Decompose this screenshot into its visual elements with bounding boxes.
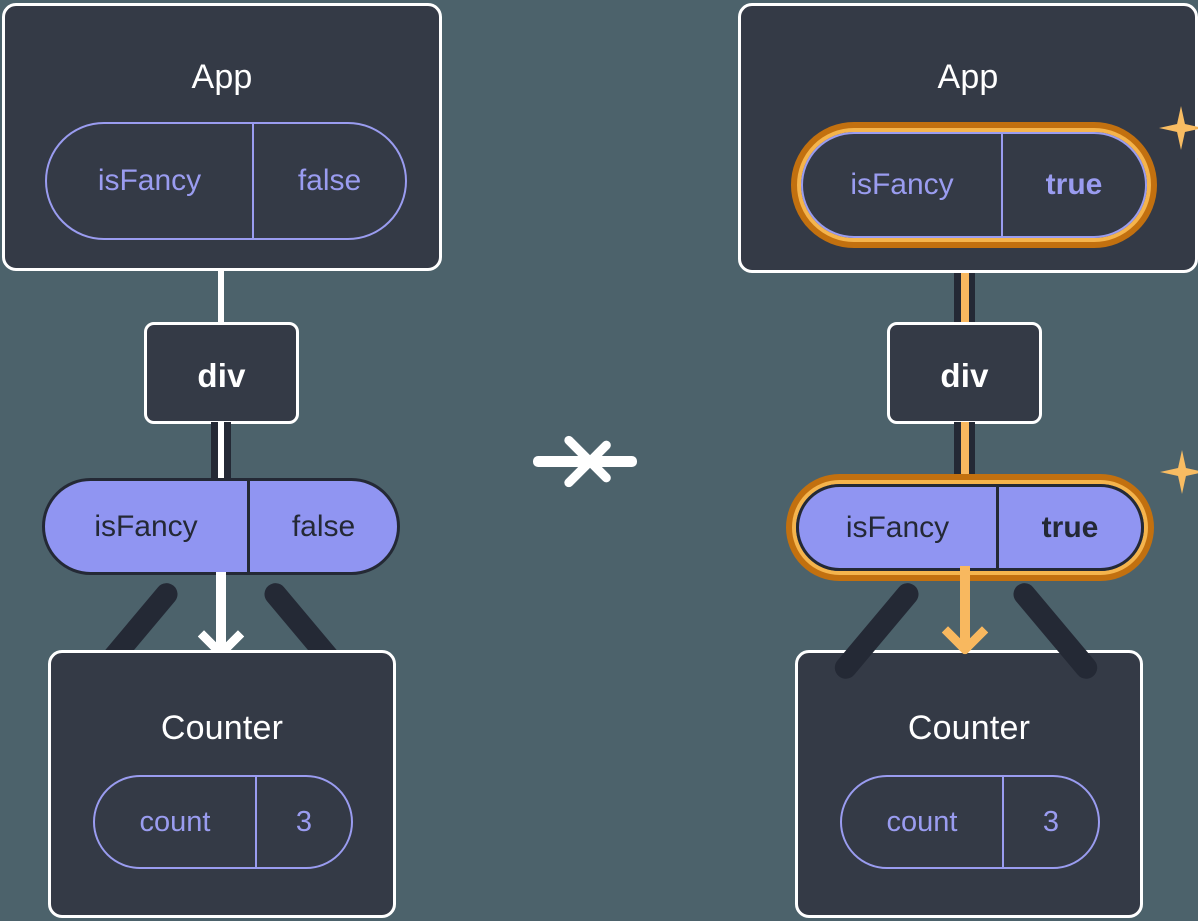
state-pill-count-value: 3: [1042, 805, 1060, 838]
props-pill-key: isFancy: [799, 487, 999, 568]
component-title-app: App: [191, 58, 253, 96]
props-pill-isfancy[interactable]: isFancy false: [42, 478, 400, 575]
connector-app-to-div: [218, 266, 224, 324]
arrow-head: [941, 609, 989, 656]
data-flow-arrow-to-counter: [934, 566, 996, 666]
state-pill-count[interactable]: count 3: [840, 775, 1100, 869]
state-pill-isfancy[interactable]: isFancy true: [801, 132, 1147, 238]
props-pill-isfancy[interactable]: isFancy true: [796, 484, 1144, 571]
data-flow-arrow-to-counter: [190, 572, 252, 670]
connector-div-to-props-core: [961, 422, 969, 484]
state-pill-count-key: count: [842, 777, 1004, 867]
sparkle-star-large: [1159, 106, 1198, 150]
props-pill-value: false: [291, 509, 356, 543]
sparkles-state-updated: [1139, 106, 1198, 186]
component-box-app: App isFancy true: [738, 3, 1198, 273]
component-title-div: div: [197, 357, 246, 394]
state-pill-value: true: [1045, 168, 1103, 201]
component-title-counter: Counter: [907, 709, 1031, 747]
state-pill-count[interactable]: count 3: [93, 775, 353, 869]
state-pill-count-value: 3: [295, 805, 313, 838]
component-title-counter: Counter: [160, 709, 284, 747]
props-pill-value: true: [1041, 510, 1099, 544]
panel-before: App isFancy false div isFancy false: [0, 0, 450, 921]
component-box-div: div: [144, 322, 299, 424]
component-box-counter: Counter count 3: [795, 650, 1143, 918]
state-pill-isfancy[interactable]: isFancy false: [45, 122, 407, 240]
props-pill-key: isFancy: [45, 481, 250, 572]
component-box-counter: Counter count 3: [48, 650, 396, 918]
connector-div-to-props-core: [218, 422, 224, 482]
component-box-div: div: [887, 322, 1042, 424]
state-pill-value: false: [297, 164, 362, 197]
state-pill-count-key: count: [95, 777, 257, 867]
arrow-shaft: [960, 566, 970, 646]
component-box-app: App isFancy false: [2, 3, 442, 271]
arrow-shaft: [216, 572, 226, 650]
sparkle-star-large: [1160, 450, 1198, 494]
transition-arrow-right: [533, 420, 648, 505]
panel-after: App isFancy true div isFancy true: [738, 0, 1198, 921]
component-title-div: div: [940, 357, 989, 394]
sparkles-props-updated: [1136, 450, 1198, 530]
component-title-app: App: [937, 58, 999, 96]
state-pill-key: isFancy: [803, 134, 1003, 236]
state-pill-key: isFancy: [47, 124, 254, 238]
